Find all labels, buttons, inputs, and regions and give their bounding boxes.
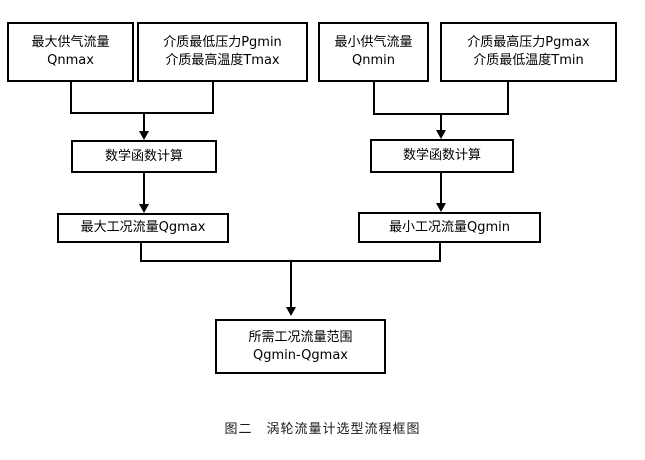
node-qnmax-line1: 最大供气流量	[31, 35, 110, 51]
arrowhead-to-qgmin	[436, 203, 446, 212]
node-pgmax-tmin-line2: 介质最低温度Tmin	[473, 53, 584, 68]
node-qnmax: 最大供气流量 Qnmax	[7, 22, 134, 82]
node-qgmin: 最小工况流量Qgmin	[358, 212, 541, 243]
node-pgmax-tmin: 介质最高压力Pgmax 介质最低温度Tmin	[440, 22, 617, 82]
edge-pgmin-tmax-down	[212, 82, 214, 114]
edge-qnmax-down	[70, 82, 72, 114]
arrowhead-to-qgmax	[139, 204, 149, 213]
figure-caption: 图二 涡轮流量计选型流程框图	[224, 422, 421, 437]
node-qnmin-line2: Qnmin	[352, 53, 395, 68]
edge-qgmin-down	[439, 243, 441, 262]
node-pgmin-tmax: 介质最低压力Pgmin 介质最高温度Tmax	[137, 22, 308, 82]
edge-right-merge-stem	[440, 113, 442, 133]
node-qnmin-line1: 最小供气流量	[334, 35, 413, 51]
node-pgmin-tmax-line1: 介质最低压力Pgmin	[163, 35, 282, 51]
node-range-line2: Qgmin-Qgmax	[253, 347, 348, 363]
edge-calcleft-to-qgmax	[143, 173, 145, 206]
edge-left-merge-bar	[70, 112, 214, 114]
node-pgmin-tmax-line2: 介质最高温度Tmax	[165, 53, 280, 68]
node-calc-right-line1: 数学函数计算	[402, 148, 481, 164]
node-calc-right: 数学函数计算	[370, 139, 514, 173]
edge-qgmax-down	[140, 243, 142, 262]
node-range: 所需工况流量范围 Qgmin-Qgmax	[215, 319, 386, 374]
edge-pgmax-tmin-down	[507, 82, 509, 115]
node-calc-left: 数学函数计算	[71, 140, 217, 173]
node-qnmax-line2: Qnmax	[47, 53, 94, 68]
edge-left-merge-stem	[143, 112, 145, 134]
node-qgmax-line1: 最大工况流量Qgmax	[80, 220, 206, 236]
node-calc-left-line1: 数学函数计算	[104, 148, 183, 164]
edge-bottom-merge-stem	[290, 260, 292, 309]
edge-qnmin-down	[373, 82, 375, 115]
arrowhead-to-range	[286, 307, 296, 316]
arrowhead-to-calc-left	[139, 131, 149, 140]
edge-calcright-to-qgmin	[440, 173, 442, 205]
node-qgmin-line1: 最小工况流量Qgmin	[389, 219, 510, 235]
node-qgmax: 最大工况流量Qgmax	[57, 213, 229, 243]
node-range-line1: 所需工况流量范围	[248, 329, 353, 345]
arrowhead-to-calc-right	[436, 130, 446, 139]
node-pgmax-tmin-line1: 介质最高压力Pgmax	[467, 35, 590, 51]
node-qnmin: 最小供气流量 Qnmin	[318, 22, 429, 82]
